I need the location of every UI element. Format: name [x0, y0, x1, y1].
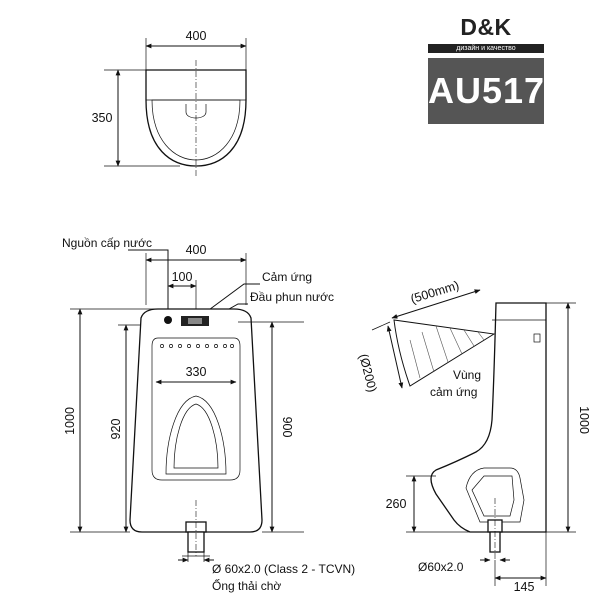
outlet-height-label: 260 [386, 497, 407, 511]
inlet-offset-label: 100 [172, 270, 193, 284]
side-height-label: 1000 [577, 406, 591, 434]
height-900-label: 900 [280, 417, 294, 438]
sensing-zone-hatch [409, 325, 485, 379]
urinal-front-outline [129, 308, 263, 533]
sensor-range-label: (500mm) [409, 278, 461, 306]
brand-tagline: дизайн и качество [428, 44, 544, 53]
top-depth-label: 350 [92, 111, 113, 125]
spray-head-label: Đầu phun nước [250, 290, 334, 304]
top-view: 400 350 [92, 29, 247, 178]
pipe-waiting-label: Ống thải chờ [212, 578, 281, 593]
sensor-range-dimension [391, 289, 481, 319]
sensor-diameter-dimension [386, 325, 404, 389]
side-pipe-spec-label: Ø60x2.0 [418, 560, 464, 574]
water-supply-label: Nguồn cấp nước [62, 236, 152, 250]
sensing-zone-label-1: Vùng [453, 368, 481, 382]
front-width-label: 400 [186, 243, 207, 257]
sensing-zone-label-2: cảm ứng [430, 385, 477, 399]
urinal-side-outline [430, 302, 547, 533]
height-920-label: 920 [109, 419, 123, 440]
front-view: Nguồn cấp nước 400 100 Cảm ứng Đầu phun … [62, 236, 355, 593]
brand-name: D&K [460, 14, 512, 40]
brand-logo: D&K дизайн и качество AU517 [428, 14, 544, 124]
model-number: AU517 [428, 58, 544, 124]
sensor-diameter-label: (Ø200) [356, 352, 379, 393]
side-view: (500mm) (Ø200) Vùng cảm ứng 1000 260 Ø60… [356, 278, 591, 594]
top-width-label: 400 [186, 29, 207, 43]
bowl-width-label: 330 [186, 365, 207, 379]
sensor-label: Cảm ứng [262, 270, 312, 284]
pipe-spec-label: Ø 60x2.0 (Class 2 - TCVN) [212, 562, 355, 576]
water-inlet-dot [164, 316, 172, 324]
spray-holes [160, 344, 234, 348]
total-height-label: 1000 [63, 407, 77, 435]
wall-offset-label: 145 [514, 580, 535, 594]
